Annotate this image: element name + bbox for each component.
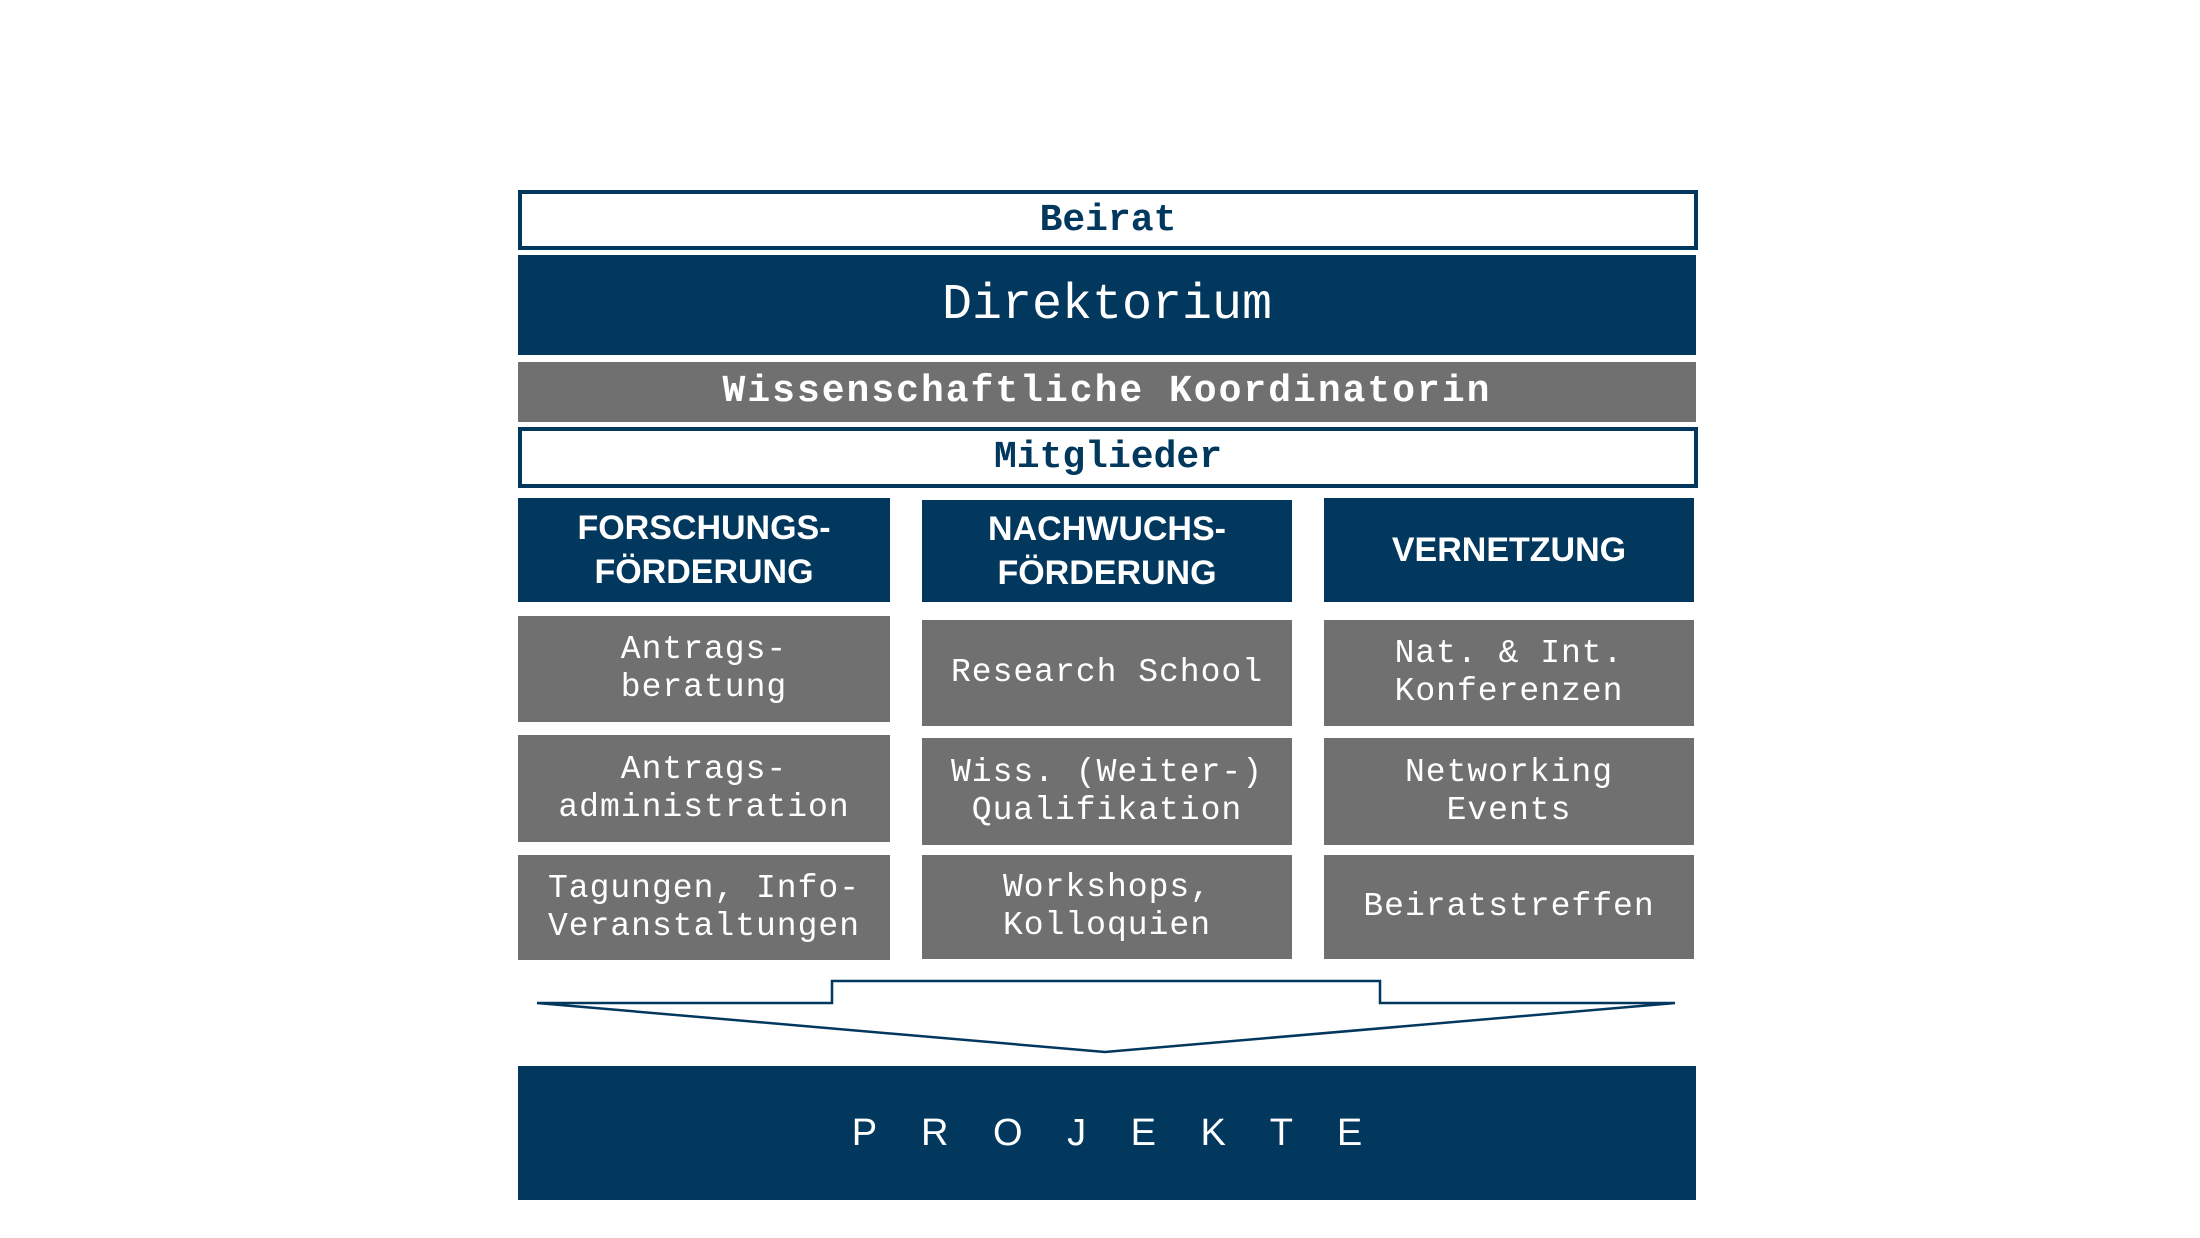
item-line: Tagungen, Info- (547, 869, 861, 907)
item-research-school: Research School (922, 620, 1292, 726)
mitglieder-label: Mitglieder (993, 436, 1223, 479)
item-line: Qualifikation (971, 791, 1243, 829)
item-beiratstreffen: Beiratstreffen (1324, 855, 1694, 959)
projekte-box: P R O J E K T E (518, 1066, 1696, 1200)
header-line: FORSCHUNGS- (577, 509, 831, 547)
item-tagungen: Tagungen, Info-Veranstaltungen (518, 855, 890, 960)
beirat-box: Beirat (518, 190, 1698, 250)
header-line: NACHWUCHS- (988, 510, 1226, 548)
header-line: VERNETZUNG (1391, 531, 1627, 569)
projekte-label: P R O J E K T E (851, 1111, 1363, 1154)
item-antragsberatung: Antrags-beratung (518, 616, 890, 722)
item-line: Research School (950, 654, 1264, 691)
direktorium-box: Direktorium (518, 255, 1696, 355)
item-line: Events (1446, 791, 1572, 829)
koordination-label: Wissenschaftliche Koordinatorin (722, 370, 1492, 413)
direktorium-label: Direktorium (941, 276, 1273, 334)
item-line: beratung (620, 669, 788, 706)
header-line: FÖRDERUNG (997, 554, 1217, 592)
item-line: Veranstaltungen (547, 907, 861, 945)
item-weiterqualifikation: Wiss. (Weiter-)Qualifikation (922, 738, 1292, 845)
item-line: Antrags- (620, 631, 788, 668)
header-vernetzung: VERNETZUNG (1324, 498, 1694, 602)
item-line: Antrags- (620, 750, 788, 788)
header-nachwuchsfoerderung: NACHWUCHS- FÖRDERUNG (922, 500, 1292, 602)
item-line: Kolloquien (1002, 907, 1212, 944)
header-forschungsfoerderung: FORSCHUNGS- FÖRDERUNG (518, 498, 890, 602)
item-line: Konferenzen (1394, 673, 1624, 710)
item-line: Workshops, (1002, 869, 1212, 906)
item-line: Beiratstreffen (1363, 888, 1655, 925)
item-konferenzen: Nat. & Int.Konferenzen (1324, 620, 1694, 726)
beirat-label: Beirat (1039, 198, 1177, 242)
mitglieder-box: Mitglieder (518, 427, 1698, 488)
item-line: Nat. & Int. (1394, 635, 1624, 672)
item-antragsadministration: Antrags-administration (518, 735, 890, 842)
item-line: Networking (1404, 753, 1614, 791)
item-line: administration (558, 788, 850, 826)
koordination-box: Wissenschaftliche Koordinatorin (518, 362, 1696, 422)
item-workshops: Workshops,Kolloquien (922, 855, 1292, 959)
header-line: FÖRDERUNG (594, 553, 814, 591)
item-line: Wiss. (Weiter-) (950, 753, 1264, 791)
